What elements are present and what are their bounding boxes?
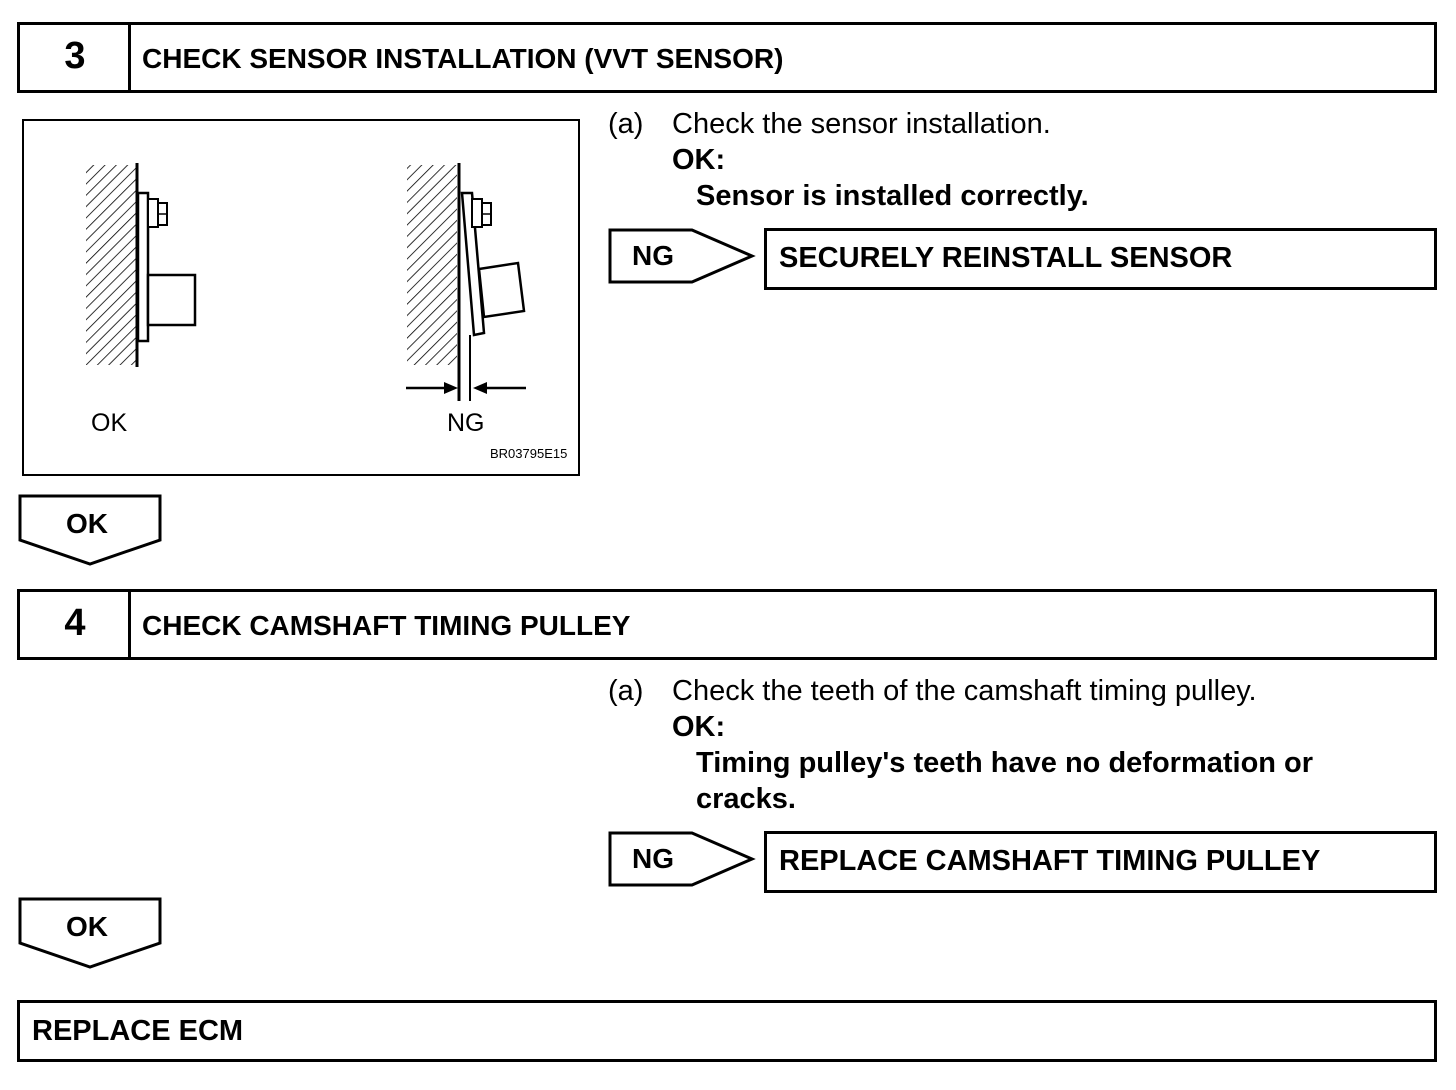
step-3-ng-arrow xyxy=(608,228,756,284)
step-3-ng-action: SECURELY REINSTALL SENSOR xyxy=(779,242,1233,274)
ok-sensor-drawing xyxy=(86,163,197,367)
figure-ok-caption: OK xyxy=(91,409,128,437)
sensor-installation-figure: OK NG BR03795E15 xyxy=(22,119,580,476)
step-4-ok-arrow xyxy=(18,897,162,969)
step-4-number: 4 xyxy=(64,602,86,644)
step-4-title: CHECK CAMSHAFT TIMING PULLEY xyxy=(142,610,631,641)
step-4-instruction: Check the teeth of the camshaft timing p… xyxy=(672,675,1257,707)
step-3-ok-condition: Sensor is installed correctly. xyxy=(696,180,1089,212)
ng-sensor-drawing xyxy=(406,163,526,401)
step-4-ng-action-box: REPLACE CAMSHAFT TIMING PULLEY xyxy=(764,831,1437,893)
step-4-instruction-marker: (a) xyxy=(608,675,644,707)
sensor-installation-drawing xyxy=(86,163,526,401)
final-action-box: REPLACE ECM xyxy=(17,1000,1437,1062)
step-3-ok-arrow-label: OK xyxy=(66,508,108,539)
step-3-ng-action-box: SECURELY REINSTALL SENSOR xyxy=(764,228,1437,290)
figure-ng-caption: NG xyxy=(447,409,485,437)
step-4-ng-action: REPLACE CAMSHAFT TIMING PULLEY xyxy=(779,845,1321,877)
step-3-number: 3 xyxy=(64,35,86,77)
step-3-ok-heading: OK: xyxy=(672,144,726,176)
step-3-title: CHECK SENSOR INSTALLATION (VVT SENSOR) xyxy=(142,43,784,74)
step-4-ng-arrow xyxy=(608,831,756,887)
step-3-ok-arrow xyxy=(18,494,162,566)
final-action: REPLACE ECM xyxy=(32,1015,244,1047)
step-3-instruction-marker: (a) xyxy=(608,108,644,140)
step-3-instruction: Check the sensor installation. xyxy=(672,108,1051,140)
step-4-ok-condition-line-2: cracks. xyxy=(696,783,796,815)
step-4-header: 4 CHECK CAMSHAFT TIMING PULLEY xyxy=(17,589,1437,660)
step-3-header: 3 CHECK SENSOR INSTALLATION (VVT SENSOR) xyxy=(17,22,1437,93)
step-4-ok-condition-line-1: Timing pulley's teeth have no deformatio… xyxy=(696,747,1314,779)
figure-code: BR03795E15 xyxy=(490,446,568,461)
step-3-ng-label: NG xyxy=(632,240,674,271)
step-4-header-divider xyxy=(128,592,131,657)
step-3-header-divider xyxy=(128,25,131,90)
step-4-ok-heading: OK: xyxy=(672,711,726,743)
step-4-ok-arrow-label: OK xyxy=(66,911,108,942)
step-4-ng-label: NG xyxy=(632,843,674,874)
